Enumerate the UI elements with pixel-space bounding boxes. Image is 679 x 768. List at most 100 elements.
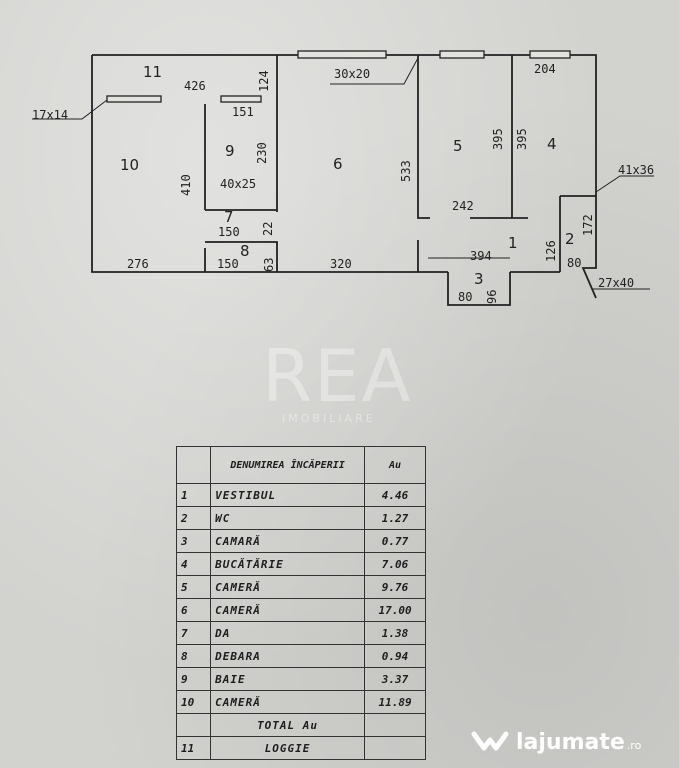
outer-wall (92, 54, 597, 299)
watermark-subtitle: IMOBILIARE (282, 412, 376, 425)
room-number-1: 1 (508, 234, 518, 252)
cell-area: 4.46 (364, 483, 426, 507)
cell-area: 7.06 (364, 552, 426, 576)
dim-395-room4: 395 (515, 128, 529, 150)
window-room6 (297, 50, 387, 59)
cell-no: 10 (175, 690, 212, 714)
dim-150-room8: 150 (217, 257, 239, 271)
table-row: TOTAL Au (175, 713, 426, 737)
cell-area: 9.76 (364, 575, 426, 599)
dim-276: 276 (127, 257, 149, 271)
legend-header-area: Au (364, 446, 426, 484)
dim-394: 394 (470, 249, 492, 263)
window-room10 (106, 95, 162, 103)
dim-172: 172 (581, 214, 595, 236)
room-number-10: 10 (120, 156, 140, 174)
cell-name: WC (210, 506, 366, 530)
cell-no: 7 (175, 621, 212, 645)
cell-area: 1.27 (364, 506, 426, 530)
cell-name: CAMERĂ (210, 575, 366, 599)
cell-name: BUCĂTĂRIE (210, 552, 366, 576)
room-number-7: 7 (224, 208, 234, 226)
watermark-logo: REA (262, 334, 413, 418)
dim-150-room7: 150 (218, 225, 240, 239)
cell-no: 6 (175, 598, 212, 622)
dim-151: 151 (232, 105, 254, 119)
room-number-4: 4 (547, 135, 557, 153)
cell-name: CAMERĂ (210, 598, 366, 622)
room-number-2: 2 (565, 230, 575, 248)
dim-410: 410 (179, 174, 193, 196)
dim-126: 126 (544, 240, 558, 262)
room-number-5: 5 (453, 137, 463, 155)
cell-no: 3 (175, 529, 212, 553)
heart-logo-icon (471, 731, 509, 751)
dim-242: 242 (452, 199, 474, 213)
cell-area: 0.77 (364, 529, 426, 553)
cell-area (364, 713, 426, 737)
dim-230: 230 (255, 142, 269, 164)
cell-name: BAIE (210, 667, 366, 691)
leader-41x36 (595, 175, 654, 193)
dim-window-41x36: 41x36 (618, 163, 655, 177)
brand-watermark: lajumate .ro (470, 726, 641, 758)
wall-room8 (205, 241, 278, 272)
wall-room5-left (417, 55, 430, 219)
cell-area: 1.38 (364, 621, 426, 645)
cell-name: VESTIBUL (210, 483, 366, 507)
cell-no: 1 (175, 483, 212, 507)
dim-533: 533 (399, 160, 413, 182)
outer-wall-left (91, 55, 448, 273)
dim-124: 124 (257, 70, 271, 92)
cell-no: 5 (175, 575, 212, 599)
cell-no (175, 713, 212, 737)
window-room4 (529, 50, 571, 59)
dim-80-wc: 80 (567, 256, 582, 270)
cell-no: 9 (175, 667, 212, 691)
dim-395-room5: 395 (491, 128, 505, 150)
dim-window-17x14: 17x14 (32, 108, 69, 122)
cell-area: 11.89 (364, 690, 426, 714)
cell-name: DEBARA (210, 644, 366, 668)
window-room5 (439, 50, 485, 59)
dim-window-30x20: 30x20 (334, 67, 371, 81)
room-number-9: 9 (225, 142, 235, 160)
cell-area: 0.94 (364, 644, 426, 668)
legend-header-no (175, 446, 212, 484)
dim-96: 96 (485, 289, 499, 304)
cell-no: 8 (175, 644, 212, 668)
room-number-11: 11 (143, 63, 163, 81)
cell-no: 2 (175, 506, 212, 530)
room-number-8: 8 (240, 242, 250, 260)
cell-name: LOGGIE (210, 736, 366, 760)
cell-name: CAMERĂ (210, 690, 366, 714)
camara-outline (447, 272, 511, 306)
cell-name: TOTAL Au (210, 713, 366, 737)
brand-tld: .ro (626, 738, 642, 752)
room-number-6: 6 (333, 155, 343, 173)
cell-area: 17.00 (364, 598, 426, 622)
dim-426: 426 (184, 79, 206, 93)
dim-204: 204 (534, 62, 556, 76)
dim-22: 22 (261, 221, 275, 236)
cell-no: 4 (175, 552, 212, 576)
legend-header-name: DENUMIREA ÎNCĂPERII (210, 446, 366, 484)
window-room9 (220, 95, 262, 103)
dim-window-40x25: 40x25 (220, 177, 257, 191)
leader-30x20 (330, 57, 419, 85)
leader-17x14 (32, 99, 108, 120)
dim-63: 63 (262, 257, 276, 272)
